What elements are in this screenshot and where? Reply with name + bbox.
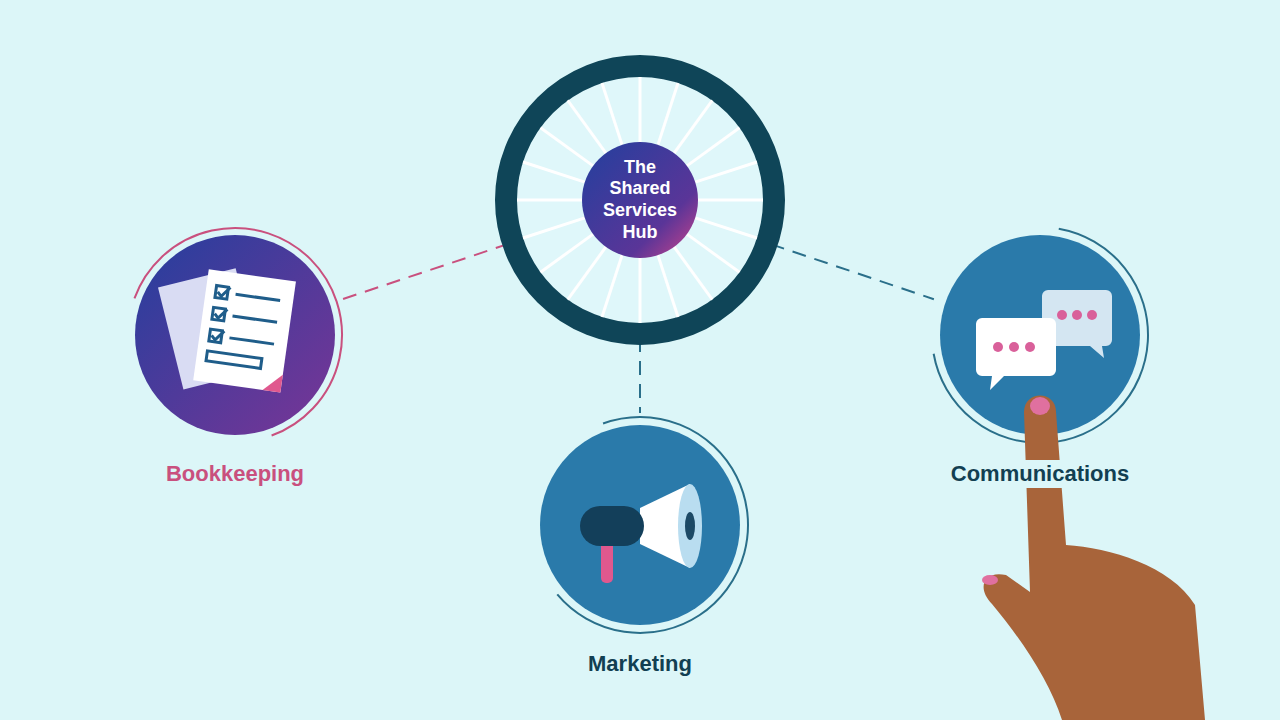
service-shape — [910, 225, 1170, 445]
spoke — [639, 77, 642, 142]
dashed-connector — [341, 244, 509, 300]
document-icon — [158, 268, 296, 392]
spoke — [517, 199, 582, 202]
checklist — [206, 286, 281, 370]
service-circle: Bookkeeping — [105, 225, 365, 488]
spoke — [674, 247, 712, 300]
service-circle: Communications — [910, 225, 1170, 488]
spoke — [687, 234, 740, 272]
spoke — [540, 128, 593, 166]
thumb-nail — [982, 575, 998, 585]
spoke — [540, 234, 593, 272]
spoke — [674, 100, 712, 153]
service-disc — [135, 235, 335, 435]
hub-center — [582, 142, 698, 258]
back-bubble — [1042, 290, 1112, 358]
spoke — [695, 218, 757, 238]
service-shape — [510, 415, 770, 635]
service-disc — [940, 235, 1140, 435]
paper-fold — [263, 372, 283, 392]
dashed-connector — [771, 244, 934, 299]
megaphone-icon — [580, 484, 702, 583]
service-disc — [540, 425, 740, 625]
hub-title: The Shared Services Hub — [592, 157, 688, 243]
hub-spokes — [517, 77, 763, 323]
spoke — [523, 162, 585, 182]
hub-circle: The Shared Services Hub — [490, 50, 790, 350]
megaphone-throat — [685, 512, 695, 540]
spoke — [658, 255, 678, 317]
dashed-connector — [639, 338, 641, 413]
spoke — [568, 247, 606, 300]
hand-shape — [984, 396, 1205, 720]
hub-ring — [506, 66, 774, 334]
spoke — [602, 255, 622, 317]
service-label: Communications — [947, 460, 1133, 488]
front-paper — [193, 269, 296, 392]
outer-ring — [934, 229, 1148, 443]
back-paper — [158, 268, 261, 389]
spoke — [639, 258, 642, 323]
front-bubble — [976, 318, 1056, 390]
spoke — [568, 100, 606, 153]
speech-bubbles-icon — [976, 290, 1112, 390]
spoke — [698, 199, 763, 202]
megaphone-mouth — [678, 484, 702, 568]
outer-ring — [134, 228, 342, 436]
megaphone-body — [580, 506, 644, 546]
spoke — [695, 162, 757, 182]
spoke — [687, 128, 740, 166]
megaphone-handle — [601, 535, 613, 583]
pointing-hand — [982, 396, 1205, 720]
finger-nail — [1030, 397, 1050, 415]
megaphone-cone — [640, 484, 690, 568]
service-label: Marketing — [584, 650, 696, 678]
service-circle: Marketing — [510, 415, 770, 678]
spoke — [602, 83, 622, 145]
service-shape — [105, 225, 365, 445]
service-label: Bookkeeping — [162, 460, 308, 488]
spoke — [523, 218, 585, 238]
spoke — [658, 83, 678, 145]
